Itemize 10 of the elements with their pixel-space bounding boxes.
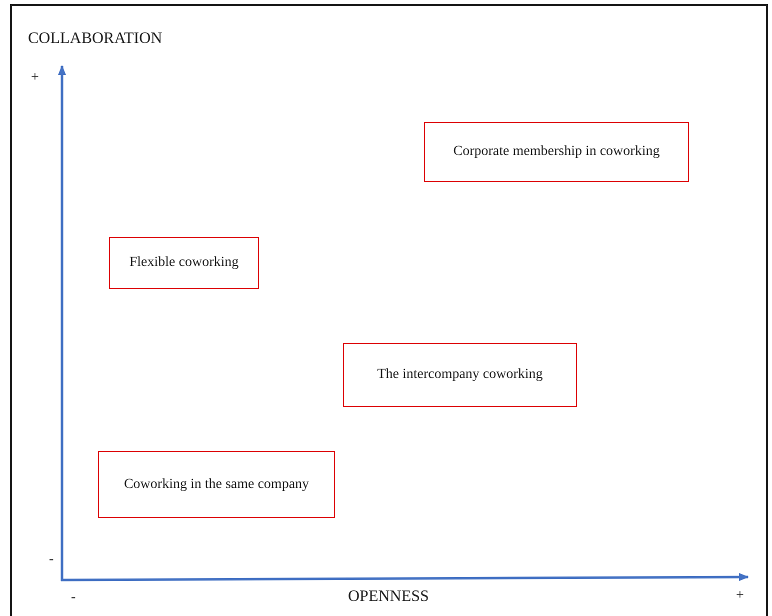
axis-end-sign: + [31,70,39,86]
axis-title: COLLABORATION [28,30,162,48]
category-box: Coworking in the same company [98,451,335,518]
category-box: The intercompany coworking [343,343,577,407]
axis-end-sign: + [736,588,744,604]
axis-end-sign: - [49,552,54,568]
category-box: Flexible coworking [109,237,259,289]
category-box: Corporate membership in coworking [424,122,689,182]
axis-end-sign: - [71,590,76,606]
axis-title: OPENNESS [348,588,429,606]
